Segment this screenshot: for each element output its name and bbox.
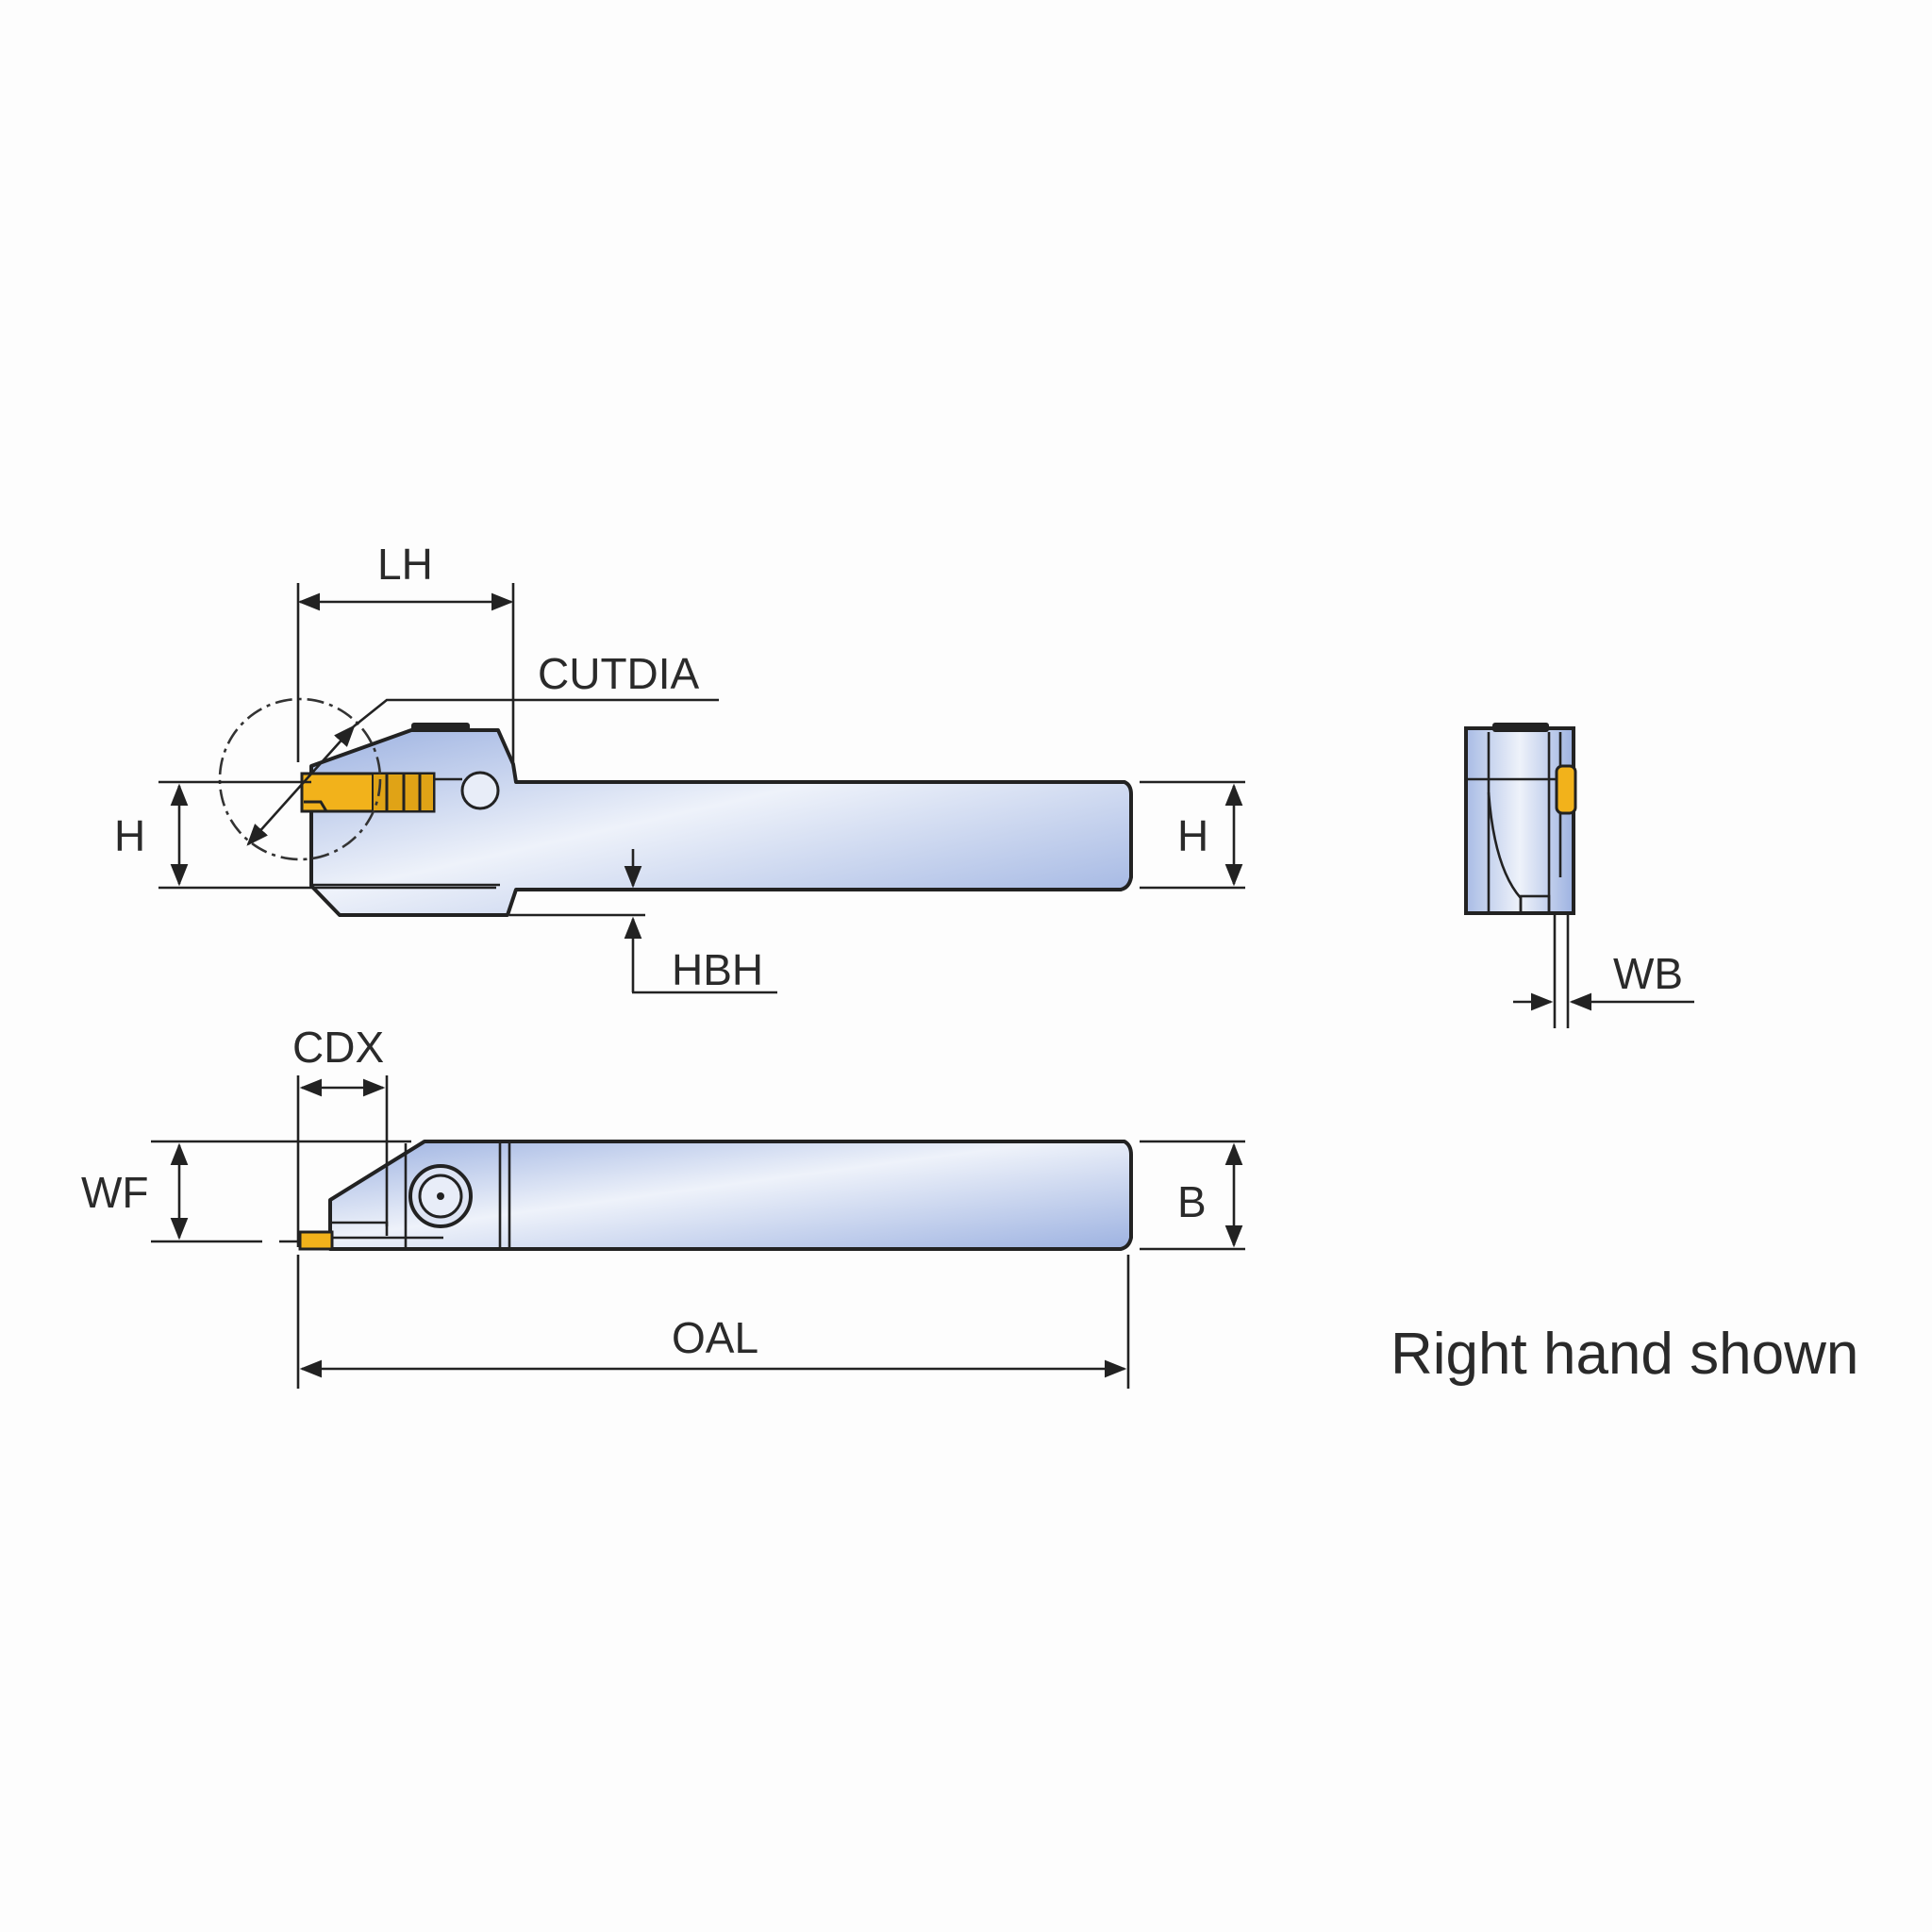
clamp-screw-hole: [460, 771, 500, 810]
cutdia-label: CUTDIA: [538, 649, 700, 698]
side-view-holder-body: [309, 728, 1133, 917]
top-view-insert: [298, 1230, 334, 1251]
h-left-label: H: [114, 811, 145, 860]
end-view: WB: [1464, 723, 1694, 1028]
wb-label: WB: [1613, 949, 1683, 998]
end-view-body: [1464, 726, 1575, 915]
h-right-label: H: [1177, 811, 1208, 860]
lh-label: LH: [377, 540, 433, 589]
hbh-label: HBH: [672, 945, 763, 994]
right-hand-shown-caption: Right hand shown: [1391, 1322, 1858, 1387]
side-view: CUTDIA LH H H HBH: [114, 540, 1245, 994]
end-view-insert: [1555, 764, 1577, 815]
cut-diameter-circle: [218, 697, 382, 861]
b-label: B: [1177, 1177, 1207, 1226]
top-view-holder-body: [328, 1140, 1133, 1251]
oal-label: OAL: [672, 1313, 758, 1362]
cutdia-diameter-arrow: [246, 724, 356, 846]
clamp-nub: [411, 723, 470, 732]
cutting-insert: [300, 772, 436, 813]
wf-label: WF: [81, 1168, 149, 1217]
cdx-label: CDX: [292, 1023, 384, 1072]
top-view: CDX WF B OAL: [81, 1023, 1245, 1389]
